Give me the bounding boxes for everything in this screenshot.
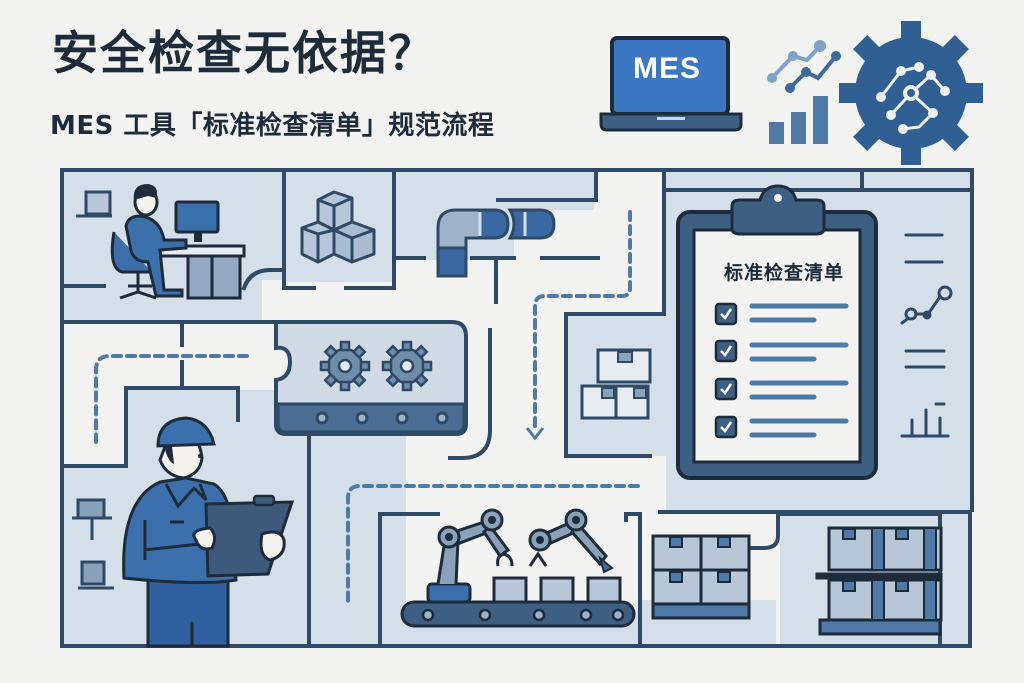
checklist-item-1: [714, 302, 849, 326]
checklist-title: 标准检查清单: [723, 262, 844, 284]
checklist-item-4: [714, 415, 849, 439]
checklist-items: [714, 302, 849, 439]
checklist-item-2: [714, 339, 849, 363]
sidebar-decor-icons: [900, 233, 953, 438]
pipe-icon: [436, 208, 556, 278]
checklist-clipboard: [676, 184, 878, 480]
laptop-screen-label: MES: [632, 52, 701, 85]
checkbox-checked-icon: [714, 415, 738, 439]
bar-chart-icon: [769, 96, 828, 144]
boxes-icon: [300, 190, 376, 264]
checkbox-checked-icon: [714, 302, 738, 326]
page-title: 安全检查无依据？: [52, 26, 436, 80]
office-worker-icon: [76, 184, 246, 300]
laptop-icon: [599, 36, 743, 132]
checkbox-checked-icon: [714, 377, 738, 401]
gear-network-icon: [839, 21, 983, 165]
pallet-boxes-icon: [580, 348, 652, 420]
robot-arms-conveyor-icon: [400, 508, 636, 628]
trend-line-icon: [767, 40, 841, 93]
checklist-item-3: [714, 377, 849, 401]
gears-conveyor-icon: [274, 320, 468, 436]
page-subtitle: MES 工具「标准检查清单」规范流程: [50, 111, 495, 141]
inspector-worker-icon: [72, 416, 295, 648]
warehouse-rack-icon: [651, 526, 943, 636]
checkbox-checked-icon: [714, 339, 738, 363]
